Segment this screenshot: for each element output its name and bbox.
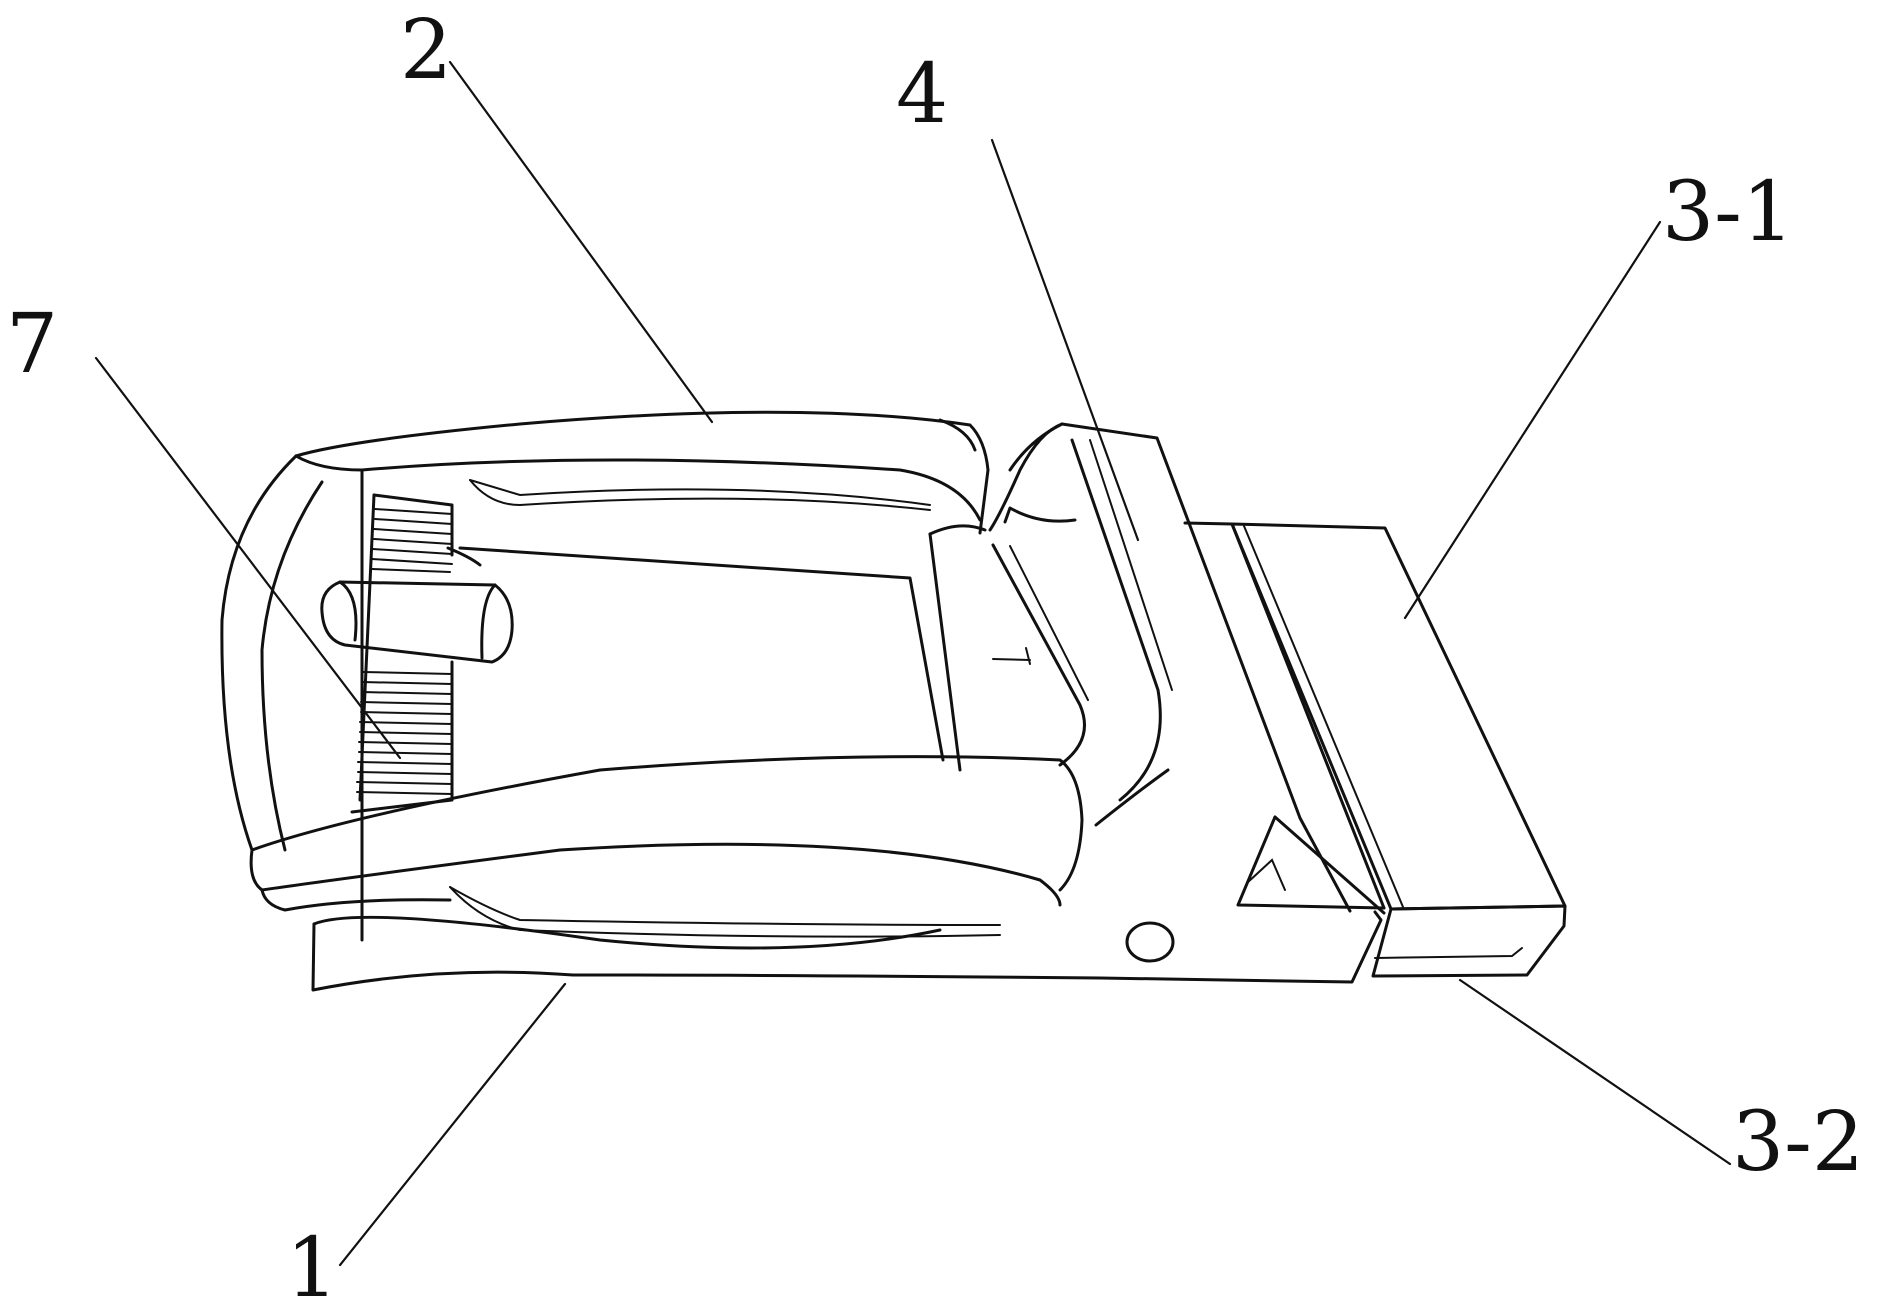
threaded-shaft [350, 493, 454, 814]
buckle-pin [320, 580, 514, 664]
leader-4 [990, 138, 1140, 542]
callout-labels: 1 2 4 7 3-1 3-2 [6, 3, 1864, 1306]
middle-bar [988, 422, 1352, 913]
callout-3-1: 3-1 [1662, 165, 1794, 260]
leader-3-2 [1458, 978, 1732, 1166]
callout-7: 7 [6, 297, 58, 392]
leader-lines [94, 60, 1732, 1267]
leader-3-1 [1403, 220, 1662, 620]
callout-1: 1 [286, 1221, 338, 1306]
buckle-frame [220, 410, 1084, 942]
leader-1 [338, 982, 567, 1267]
leader-2 [448, 60, 714, 424]
base-plate [311, 521, 1386, 992]
callout-2: 2 [400, 3, 452, 98]
leader-7 [94, 356, 402, 760]
strap-end-piece [1230, 522, 1567, 978]
callout-3-2: 3-2 [1732, 1095, 1864, 1190]
callout-4: 4 [896, 47, 948, 142]
